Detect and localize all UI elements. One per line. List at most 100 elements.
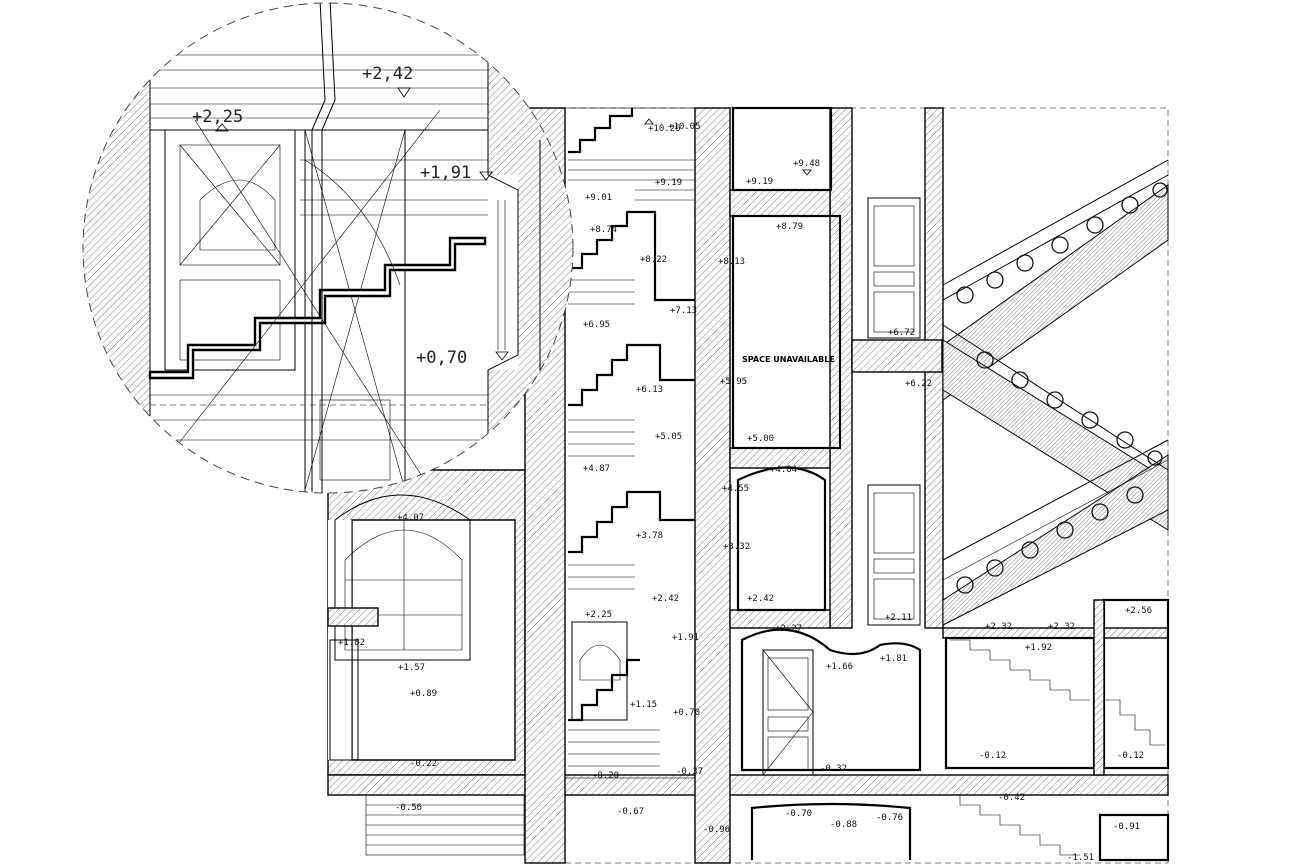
svg-text:+2.27: +2.27 [775,624,802,634]
level-marker: +2.32 [1048,622,1075,632]
level-marker: +8.22 [640,255,667,265]
level-marker: +2.27 [775,624,802,634]
level-marker: -0.88 [830,820,857,830]
svg-text:-0.91: -0.91 [1113,822,1140,832]
level-marker: +10.05 [668,122,701,132]
svg-text:-0.20: -0.20 [592,771,619,781]
level-marker: +4.07 [397,513,424,523]
level-marker: +1.66 [826,662,853,672]
svg-text:+2.32: +2.32 [985,622,1012,632]
level-marker: -0.96 [703,825,730,835]
svg-text:+9.01: +9.01 [585,193,612,203]
door-upper-right [867,197,921,339]
door-mid-right [867,484,921,626]
level-marker: +8.79 [776,222,803,232]
svg-text:+7.13: +7.13 [670,306,697,316]
level-marker: +4.55 [722,484,749,494]
level-marker: +1.92 [1025,643,1052,653]
space-unavailable-label: SPACE UNAVAILABLE [742,355,835,364]
level-marker: +2.11 [885,613,912,623]
level-marker: +1.57 [398,663,425,673]
door-lower [762,649,814,776]
svg-text:+0.89: +0.89 [410,689,437,699]
svg-text:+9.48: +9.48 [793,159,820,169]
svg-text:-0.56: -0.56 [395,803,422,813]
svg-text:+8.74: +8.74 [590,225,617,235]
level-marker: +10.26 [644,118,681,134]
level-marker: +8.74 [590,225,617,235]
level-marker: +5.05 [655,432,682,442]
level-marker: +2.42 [747,594,774,604]
svg-text:-0.12: -0.12 [1117,751,1144,761]
level-marker: +9.19 [655,178,682,188]
level-marker: +2.56 [1125,606,1152,616]
level-marker: +1.81 [880,654,907,664]
level-marker: +5.00 [747,434,774,444]
svg-text:+9.19: +9.19 [655,178,682,188]
svg-text:-0.37: -0.37 [676,767,703,777]
level-marker: +2.25 [585,610,612,620]
svg-text:+6.95: +6.95 [583,320,610,330]
svg-text:+4.87: +4.87 [583,464,610,474]
svg-text:+6.22: +6.22 [905,379,932,389]
level-markers: +10.26 +10.05 +9.48 +9.19 +9.19 +9.01 +8… [338,118,1152,863]
ornate-staircase [942,159,1169,626]
svg-text:+10.05: +10.05 [668,122,701,132]
level-marker: -0.91 [1113,822,1140,832]
svg-text:+1.66: +1.66 [826,662,853,672]
svg-text:-0.42: -0.42 [998,793,1025,803]
svg-text:+4.07: +4.07 [397,513,424,523]
level-marker: -0.32 [820,764,847,774]
level-marker: +2.32 [985,622,1012,632]
level-marker: -0.42 [998,793,1025,803]
level-marker: +0.89 [410,689,437,699]
svg-text:+6.72: +6.72 [888,328,915,338]
svg-text:+4.55: +4.55 [722,484,749,494]
level-marker: -0.70 [785,809,812,819]
svg-text:-0.76: -0.76 [876,813,903,823]
svg-text:+2.11: +2.11 [885,613,912,623]
svg-text:+1.82: +1.82 [338,638,365,648]
level-marker: +2.42 [652,594,679,604]
level-marker: +1.82 [338,638,365,648]
level-marker: +6.95 [583,320,610,330]
svg-text:+2.56: +2.56 [1125,606,1152,616]
svg-text:+3.78: +3.78 [636,531,663,541]
level-marker: +4.87 [583,464,610,474]
level-marker: +9.19 [746,177,773,187]
level-marker: +3.32 [723,542,750,552]
level-marker: +8.13 [718,257,745,267]
svg-text:-0.96: -0.96 [703,825,730,835]
level-marker: +9.01 [585,193,612,203]
svg-text:+1.57: +1.57 [398,663,425,673]
level-marker: +6.13 [636,385,663,395]
level-marker: +5.95 [720,377,747,387]
level-marker: -1.51 [1067,853,1094,863]
svg-text:+2.42: +2.42 [652,594,679,604]
svg-text:+8.13: +8.13 [718,257,745,267]
detail-level-label: +2,25 [192,107,243,127]
svg-text:+5.05: +5.05 [655,432,682,442]
svg-text:-0.32: -0.32 [820,764,847,774]
svg-text:+3.32: +3.32 [723,542,750,552]
svg-text:+6.13: +6.13 [636,385,663,395]
svg-text:-1.51: -1.51 [1067,853,1094,863]
level-marker: -0.12 [1117,751,1144,761]
detail-level-label: +0,70 [416,348,467,368]
svg-text:+5.95: +5.95 [720,377,747,387]
level-marker: +3.78 [636,531,663,541]
level-marker: -0.20 [592,771,619,781]
level-marker: +6.72 [888,328,915,338]
svg-text:+1.92: +1.92 [1025,643,1052,653]
level-marker: -0.76 [876,813,903,823]
svg-text:+1.15: +1.15 [630,700,657,710]
main-stair [564,107,696,779]
level-marker: -0.37 [676,767,703,777]
svg-text:+4.84: +4.84 [770,465,797,475]
svg-text:+1.81: +1.81 [880,654,907,664]
level-marker: +0.70 [673,708,700,718]
svg-text:+8.22: +8.22 [640,255,667,265]
svg-text:+9.19: +9.19 [746,177,773,187]
level-marker: -0.22 [410,759,437,769]
